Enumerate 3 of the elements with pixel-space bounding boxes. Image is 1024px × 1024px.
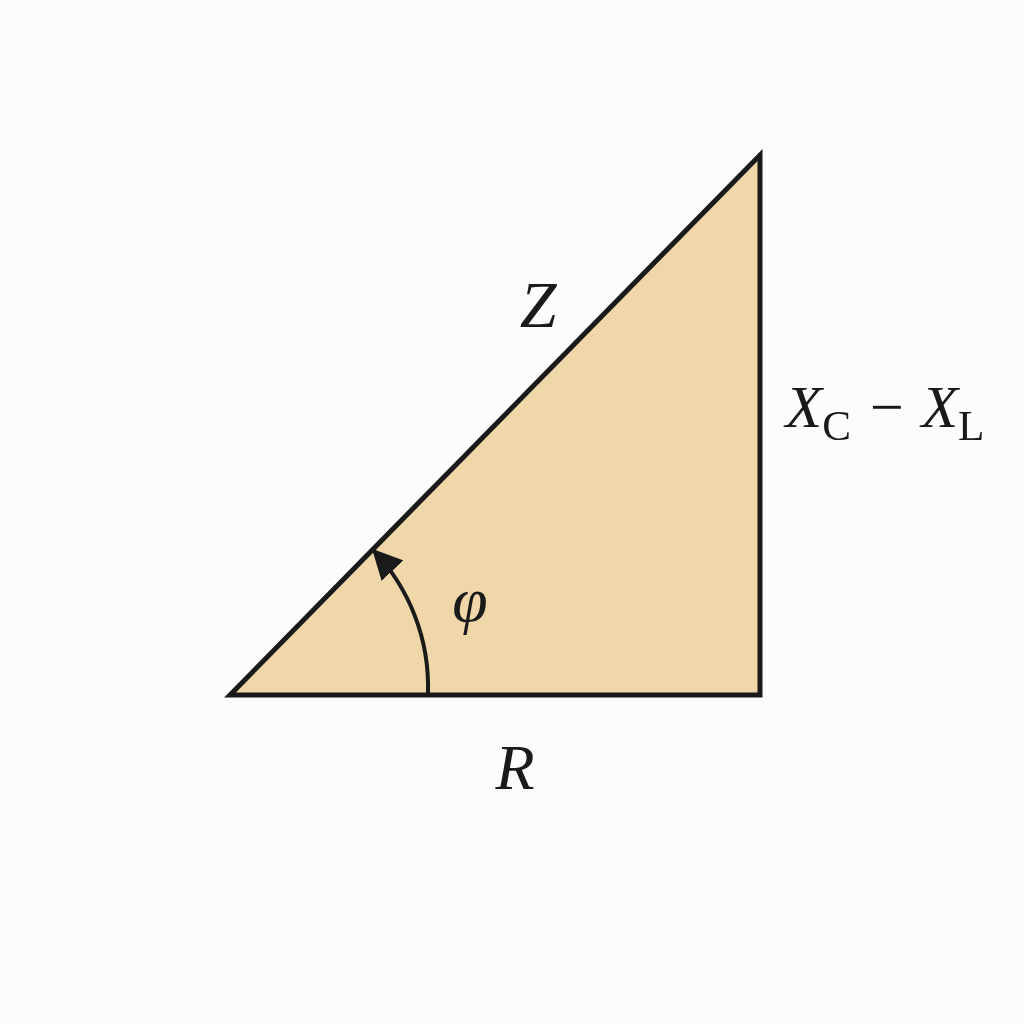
hypotenuse-label: Z (519, 272, 557, 338)
base-label: R (495, 736, 535, 800)
side-label: X$_{C}$ − X$_{L}$ (785, 376, 985, 448)
